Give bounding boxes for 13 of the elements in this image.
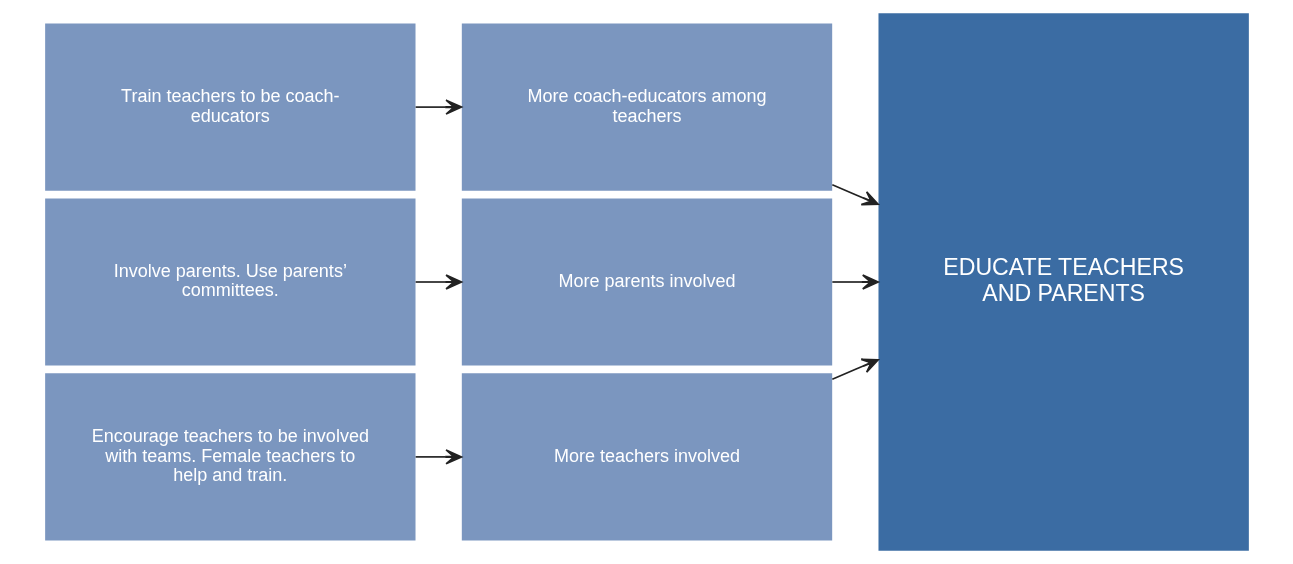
node-box: Involve parents. Use parents’ committees. — [44, 198, 415, 366]
arrow — [831, 184, 879, 206]
node-box: More coach-educators among teachers — [461, 23, 832, 191]
node-box: More parents involved — [461, 198, 832, 366]
node-box: More teachers involved — [461, 373, 832, 541]
node-box: Train teachers to be coach-educators — [44, 23, 415, 191]
arrow — [831, 274, 879, 290]
arrow — [414, 449, 462, 465]
arrow — [414, 274, 462, 290]
arrow — [414, 99, 462, 115]
node-box: Encourage teachers to be involved with teams. Female teachers to help and train. — [44, 373, 415, 541]
node-box: EDUCATE TEACHERS AND PARENTS — [878, 13, 1249, 551]
arrow — [831, 358, 879, 380]
